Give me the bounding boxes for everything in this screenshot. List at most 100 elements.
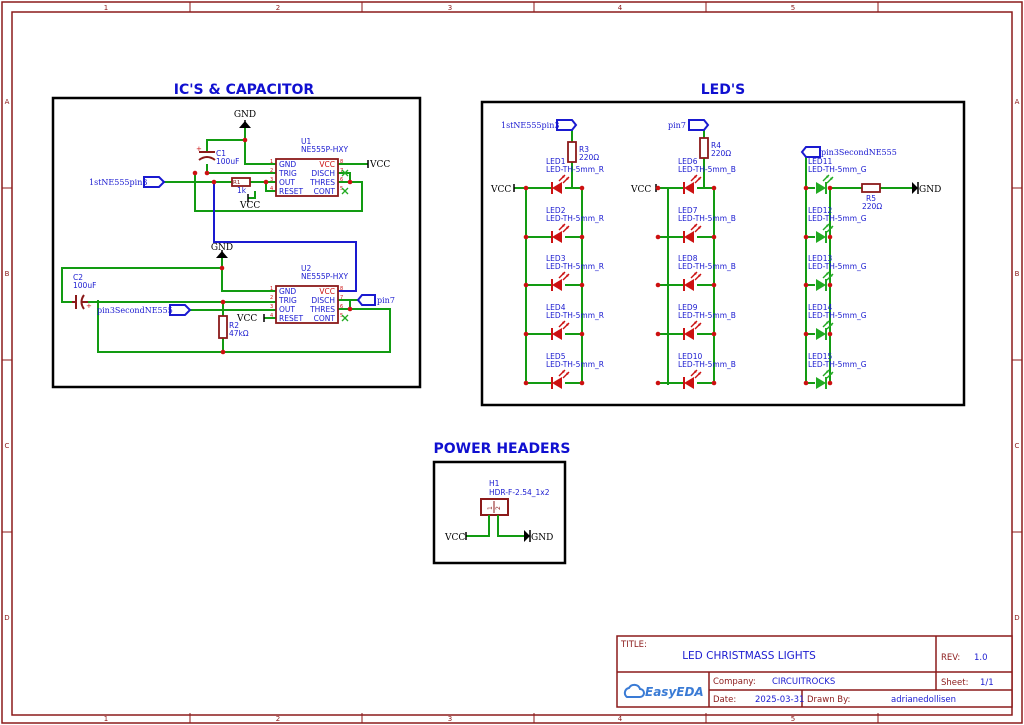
vcc-symbol-led-red: VCC bbox=[490, 184, 515, 195]
r4-value: 220Ω bbox=[711, 149, 731, 158]
capacitor-c2: + C2 100uF bbox=[72, 273, 96, 310]
h1-part: HDR-F-2.54_1x2 bbox=[489, 488, 550, 497]
u1-pinnum-2: 2 bbox=[270, 168, 273, 174]
led-ref: LED4 bbox=[546, 303, 566, 312]
row-label-a-right: A bbox=[1015, 98, 1020, 106]
led-part: LED-TH-5mm_R bbox=[546, 165, 604, 174]
net-label-pin7-led: pin7 bbox=[668, 121, 686, 130]
ic-u1: U1 NE555P-HXY GND TRIG OUT RESET VCC DIS… bbox=[270, 137, 349, 197]
led-ref: LED3 bbox=[546, 254, 566, 263]
col-label-1-bottom: 1 bbox=[104, 715, 108, 723]
u1-part: NE555P-HXY bbox=[301, 145, 349, 154]
led-part: LED-TH-5mm_R bbox=[546, 262, 604, 271]
netflag-1stne555pin3-ic: 1stNE555pin3 bbox=[89, 176, 166, 188]
u1-pin-out: OUT bbox=[279, 178, 295, 187]
u1-noconnect-marks bbox=[341, 169, 349, 195]
sheet-label: Sheet: bbox=[941, 678, 968, 688]
led-column-red: 1stNE555pin3 R3 220Ω VCC bbox=[490, 119, 599, 385]
led-body bbox=[684, 231, 694, 243]
col-label-5: 5 bbox=[791, 4, 795, 12]
u2-pin-gnd: GND bbox=[279, 287, 296, 296]
power-vcc-label: VCC bbox=[444, 533, 465, 543]
led-ref: LED6 bbox=[678, 157, 698, 166]
led-part: LED-TH-5mm_B bbox=[678, 165, 736, 174]
led-part: LED-TH-5mm_B bbox=[678, 311, 736, 320]
company-value: CIRCUITROCKS bbox=[772, 677, 835, 687]
led-body bbox=[684, 182, 694, 194]
section-title-ics: IC'S & CAPACITOR bbox=[174, 82, 315, 98]
gnd-symbol-led-green: GND bbox=[912, 182, 941, 195]
led-ref: LED15 bbox=[808, 352, 832, 361]
section-title-power: POWER HEADERS bbox=[434, 441, 571, 457]
h1-ref: H1 bbox=[489, 479, 500, 488]
col-label-3-bottom: 3 bbox=[448, 715, 452, 723]
u2-pinnum-5: 5 bbox=[340, 313, 343, 319]
col-label-3: 3 bbox=[448, 4, 452, 12]
sheet-title: LED CHRISTMASS LIGHTS bbox=[682, 650, 816, 662]
u2-pinnum-3: 3 bbox=[270, 304, 273, 310]
ic-section: GND + C1 100uF R1 1k VCC U1 NE555P-HXY G… bbox=[61, 110, 395, 355]
resistor-r2: R2 47kΩ bbox=[218, 315, 249, 339]
col-label-5-bottom: 5 bbox=[791, 715, 795, 723]
r5-value: 220Ω bbox=[862, 202, 882, 211]
u1-pin-disch: DISCH bbox=[311, 169, 335, 178]
resistor-r4 bbox=[699, 137, 709, 159]
r2-ref: R2 bbox=[229, 321, 239, 330]
led-body bbox=[552, 377, 562, 389]
led-body bbox=[684, 279, 694, 291]
gnd-label-led-green: GND bbox=[919, 185, 941, 195]
vcc-symbol-r1: VCC bbox=[239, 194, 260, 211]
led-ref: LED8 bbox=[678, 254, 698, 263]
capacitor-c1: + C1 100uF bbox=[196, 145, 239, 166]
company-label: Company: bbox=[713, 677, 756, 687]
u2-part: NE555P-HXY bbox=[301, 272, 349, 281]
c1-polarity: + bbox=[196, 145, 202, 153]
net-label-1stne555pin3-ic: 1stNE555pin3 bbox=[89, 178, 147, 187]
led-part: LED-TH-5mm_G bbox=[808, 311, 867, 320]
resistor-r1: R1 1k bbox=[231, 177, 251, 195]
u1-pinnum-6: 6 bbox=[340, 177, 343, 183]
row-label-d-right: D bbox=[1014, 614, 1019, 622]
net-label-1stne555pin3-led: 1stNE555pin3 bbox=[501, 121, 559, 130]
u1-pin-vcc: VCC bbox=[319, 160, 335, 169]
vcc-symbol-led-blue: VCC bbox=[630, 184, 657, 195]
led-body bbox=[816, 182, 826, 194]
net-label-pin7-ic: pin7 bbox=[377, 296, 395, 305]
u2-pinnum-2: 2 bbox=[270, 295, 273, 301]
vcc-label-led-blue: VCC bbox=[630, 185, 651, 195]
u2-noconnect-marks bbox=[341, 314, 349, 322]
u1-pinnum-1: 1 bbox=[270, 159, 273, 165]
led-body bbox=[552, 231, 562, 243]
ic-u2: U2 NE555P-HXY GND TRIG OUT RESET VCC DIS… bbox=[270, 264, 356, 324]
led-body bbox=[552, 182, 562, 194]
led-part: LED-TH-5mm_B bbox=[678, 360, 736, 369]
u1-pin-reset: RESET bbox=[279, 187, 303, 196]
rev-value: 1.0 bbox=[974, 653, 988, 663]
u1-pinnum-7: 7 bbox=[340, 168, 343, 174]
netflag-pin7-ic: pin7 bbox=[356, 294, 395, 306]
u1-pin-thres: THRES bbox=[309, 178, 335, 187]
u1-pinnum-8: 8 bbox=[340, 159, 343, 165]
u1-pinnum-3: 3 bbox=[270, 177, 273, 183]
col-label-2: 2 bbox=[276, 4, 280, 12]
led-part: LED-TH-5mm_R bbox=[546, 311, 604, 320]
power-section-box bbox=[432, 460, 567, 565]
led-body bbox=[684, 328, 694, 340]
led-part: LED-TH-5mm_G bbox=[808, 360, 867, 369]
u2-pin-out: OUT bbox=[279, 305, 295, 314]
title-label: TITLE: bbox=[620, 640, 647, 650]
col-label-4-bottom: 4 bbox=[618, 715, 623, 723]
vcc-label-r1: VCC bbox=[239, 201, 260, 211]
row-label-b-right: B bbox=[1015, 270, 1020, 278]
